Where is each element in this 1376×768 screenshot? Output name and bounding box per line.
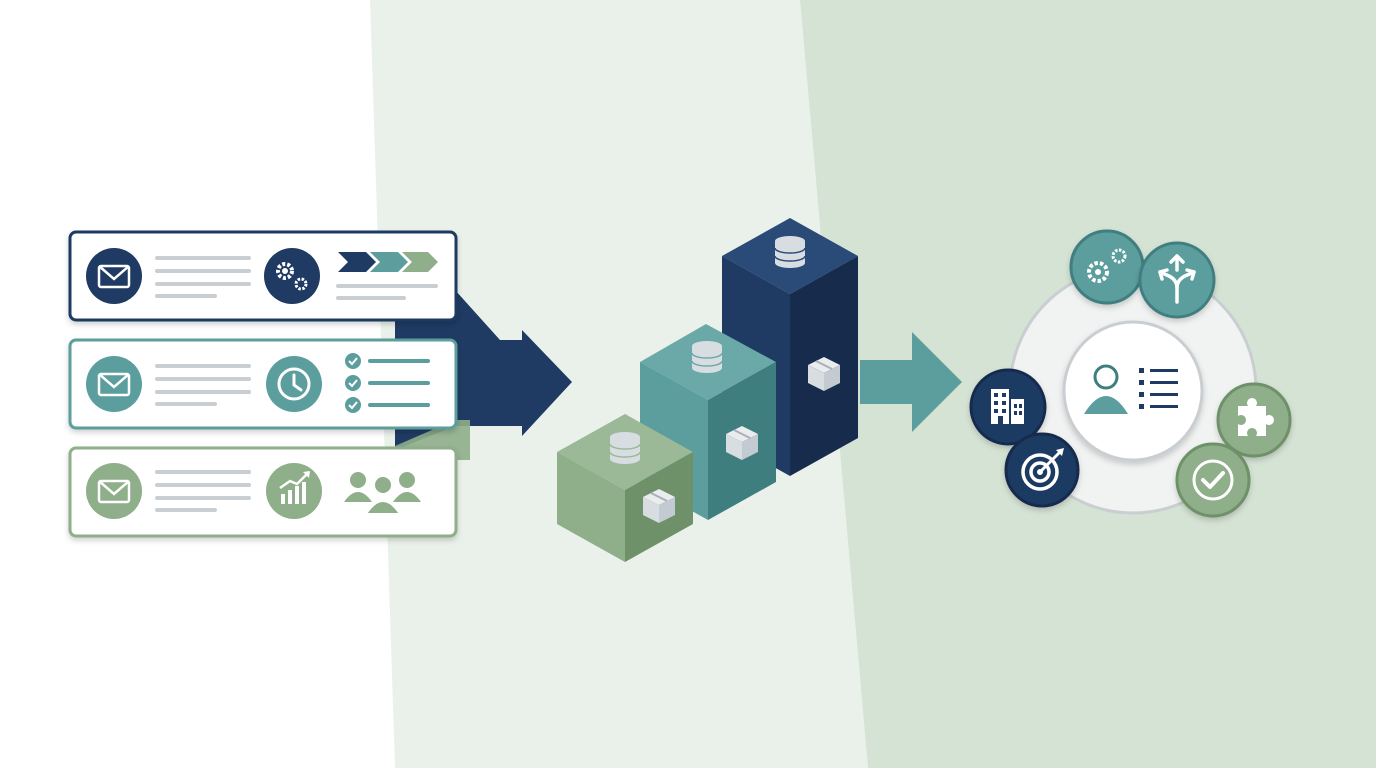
gears-icon — [264, 248, 320, 304]
satellite-gears — [1069, 229, 1145, 305]
background-middle — [370, 0, 868, 768]
database-icon — [691, 341, 723, 373]
growth-chart-icon — [266, 463, 322, 519]
people-group-icon — [344, 472, 421, 515]
source-card-navy — [68, 230, 458, 322]
gears-icon — [1087, 248, 1127, 283]
stacked-blocks — [557, 218, 858, 562]
building-icon — [991, 389, 1024, 424]
block-sage — [557, 414, 693, 562]
envelope-icon — [86, 356, 142, 412]
satellite-checkmark — [1175, 442, 1251, 518]
satellite-building — [969, 368, 1047, 446]
clock-icon — [266, 356, 322, 412]
package-icon — [808, 357, 840, 391]
user-profile-list-icon — [1084, 364, 1178, 414]
text-lines — [155, 256, 251, 298]
split-arrows-icon — [1158, 254, 1196, 304]
database-icon — [774, 236, 806, 268]
satellite-puzzle — [1216, 382, 1292, 458]
package-icon — [643, 489, 675, 523]
database-icon — [609, 432, 641, 464]
envelope-icon — [86, 248, 142, 304]
connector-arrow-2 — [860, 332, 962, 432]
chevron-progress — [336, 252, 438, 300]
target-icon — [1021, 448, 1064, 491]
satellite-target — [1004, 432, 1080, 508]
envelope-icon — [86, 463, 142, 519]
hub-ring — [969, 229, 1292, 518]
puzzle-piece-icon — [1238, 397, 1274, 436]
package-icon — [726, 426, 758, 460]
text-lines — [155, 470, 251, 512]
source-card-teal — [68, 338, 458, 430]
checkmark-icon — [1192, 459, 1234, 501]
text-lines — [155, 364, 251, 406]
center-node — [1062, 320, 1204, 462]
checklist — [345, 353, 430, 413]
satellite-split-arrows — [1138, 241, 1216, 319]
source-cards — [68, 230, 572, 538]
source-card-sage — [68, 446, 458, 538]
